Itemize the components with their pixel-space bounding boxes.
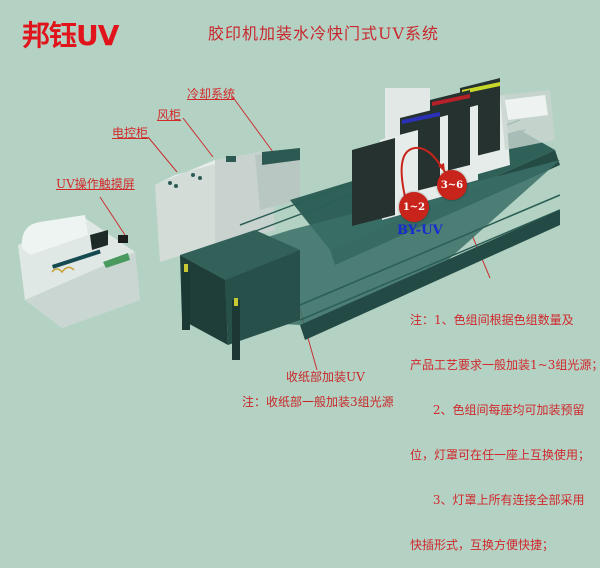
printing-press-illustration (18, 78, 561, 371)
note-line: 产品工艺要求一般加装1~3组光源； (410, 358, 600, 372)
uv-console (18, 215, 140, 328)
note-line: 2、色组间每座均可加装预留 (410, 403, 585, 417)
note-line: 注：1、色组间根据色组数量及 (410, 313, 574, 327)
badge-group-1-2: 1~2 (399, 192, 429, 222)
callout-electric-cabinet: 电控柜 (112, 126, 149, 140)
transfer-arrow (400, 146, 446, 206)
printing-units (352, 78, 555, 226)
brand-logo: 邦钰UV (22, 19, 119, 52)
by-uv-logo: BY-UV (397, 223, 443, 238)
page-title: 胶印机加装水冷快门式UV系统 (208, 24, 440, 43)
cabinets (155, 148, 300, 262)
badge-group-3-6: 3~6 (437, 170, 467, 200)
note-line: 快插形式，互换方便快捷； (410, 538, 555, 552)
callout-fan-cabinet: 风柜 (157, 108, 182, 122)
callout-cooling-system: 冷却系统 (187, 87, 236, 101)
note-bottom: 注：收纸部一般加装3组光源 (242, 395, 394, 409)
note-line: 位，灯罩可在任一座上互换使用； (410, 448, 591, 462)
notes-right: 注：1、色组间根据色组数量及 产品工艺要求一般加装1~3组光源； 2、色组间每座… (410, 283, 600, 568)
callout-uv-touchscreen: UV操作触摸屏 (56, 177, 135, 191)
delivery-unit (180, 230, 300, 360)
callout-delivery-uv: 收纸部加装UV (286, 370, 365, 384)
note-line: 3、灯罩上所有连接全部采用 (410, 493, 585, 507)
